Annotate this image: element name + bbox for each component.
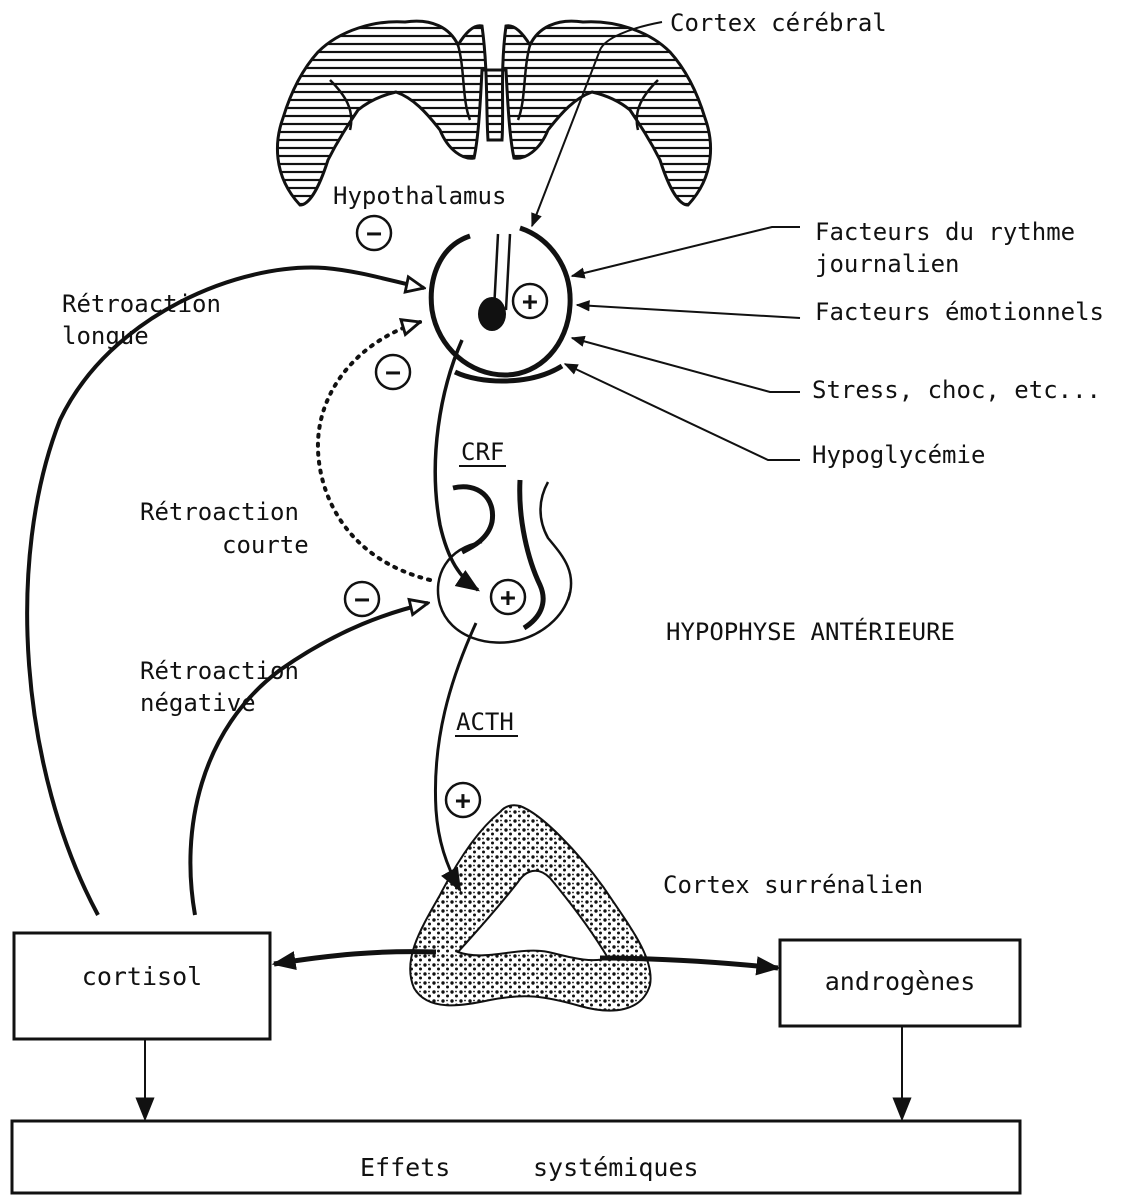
crf-label: CRF (461, 438, 504, 466)
hypothalamus-drawing (431, 228, 570, 381)
svg-text:−: − (366, 219, 382, 249)
hypophyse-label: HYPOPHYSE ANTÉRIEURE (666, 617, 955, 646)
sign-minus-pituitary: − (345, 582, 379, 616)
sign-plus-hypothalamus: + (513, 284, 547, 318)
stress-label: Stress, choc, etc... (812, 376, 1101, 404)
pituitary-drawing (438, 480, 571, 643)
svg-text:+: + (455, 786, 471, 816)
cerebral-cortex-drawing (277, 21, 710, 205)
facteurs-rythme-label-2: journalien (815, 250, 960, 278)
retroaction-negative-label-1: Rétroaction (140, 657, 299, 685)
cortex-cerebral-label: Cortex cérébral (670, 9, 887, 37)
emotionnels-arrow (577, 305, 800, 318)
hypoglycemie-arrow (565, 364, 800, 460)
sign-minus-hypothalamus: − (357, 216, 391, 250)
retroaction-longue-label-1: Rétroaction (62, 290, 221, 318)
effets-box (12, 1121, 1020, 1193)
retro-negative-arrow (190, 603, 428, 915)
androgenes-label: androgènes (825, 967, 976, 996)
hypothalamus-label: Hypothalamus (333, 182, 506, 210)
hypoglycemie-label: Hypoglycémie (812, 441, 985, 469)
facteurs-rythme-label-1: Facteurs du rythme (815, 218, 1075, 246)
acth-label: ACTH (456, 708, 514, 736)
sign-plus-pituitary: + (491, 580, 525, 614)
svg-text:+: + (522, 287, 538, 317)
cortisol-label: cortisol (82, 962, 202, 991)
retroaction-longue-label-2: longue (62, 322, 149, 350)
retro-courte-arrow (318, 322, 430, 580)
retroaction-courte-label-2: courte (222, 531, 309, 559)
effets-label-2: systémiques (533, 1153, 699, 1182)
svg-text:−: − (385, 358, 401, 388)
svg-text:+: + (500, 583, 516, 613)
effets-label-1: Effets (360, 1153, 450, 1182)
svg-text:−: − (354, 585, 370, 615)
adrenal-cortex-drawing (410, 805, 650, 1010)
retroaction-negative-label-2: négative (140, 689, 256, 717)
sign-minus-short-feedback: − (376, 355, 410, 389)
rythme-arrow (572, 227, 800, 276)
retroaction-courte-label-1: Rétroaction (140, 498, 299, 526)
sign-plus-acth: + (446, 783, 480, 817)
cortex-surrenalien-label: Cortex surrénalien (663, 871, 923, 899)
facteurs-emotionnels-label: Facteurs émotionnels (815, 298, 1104, 326)
